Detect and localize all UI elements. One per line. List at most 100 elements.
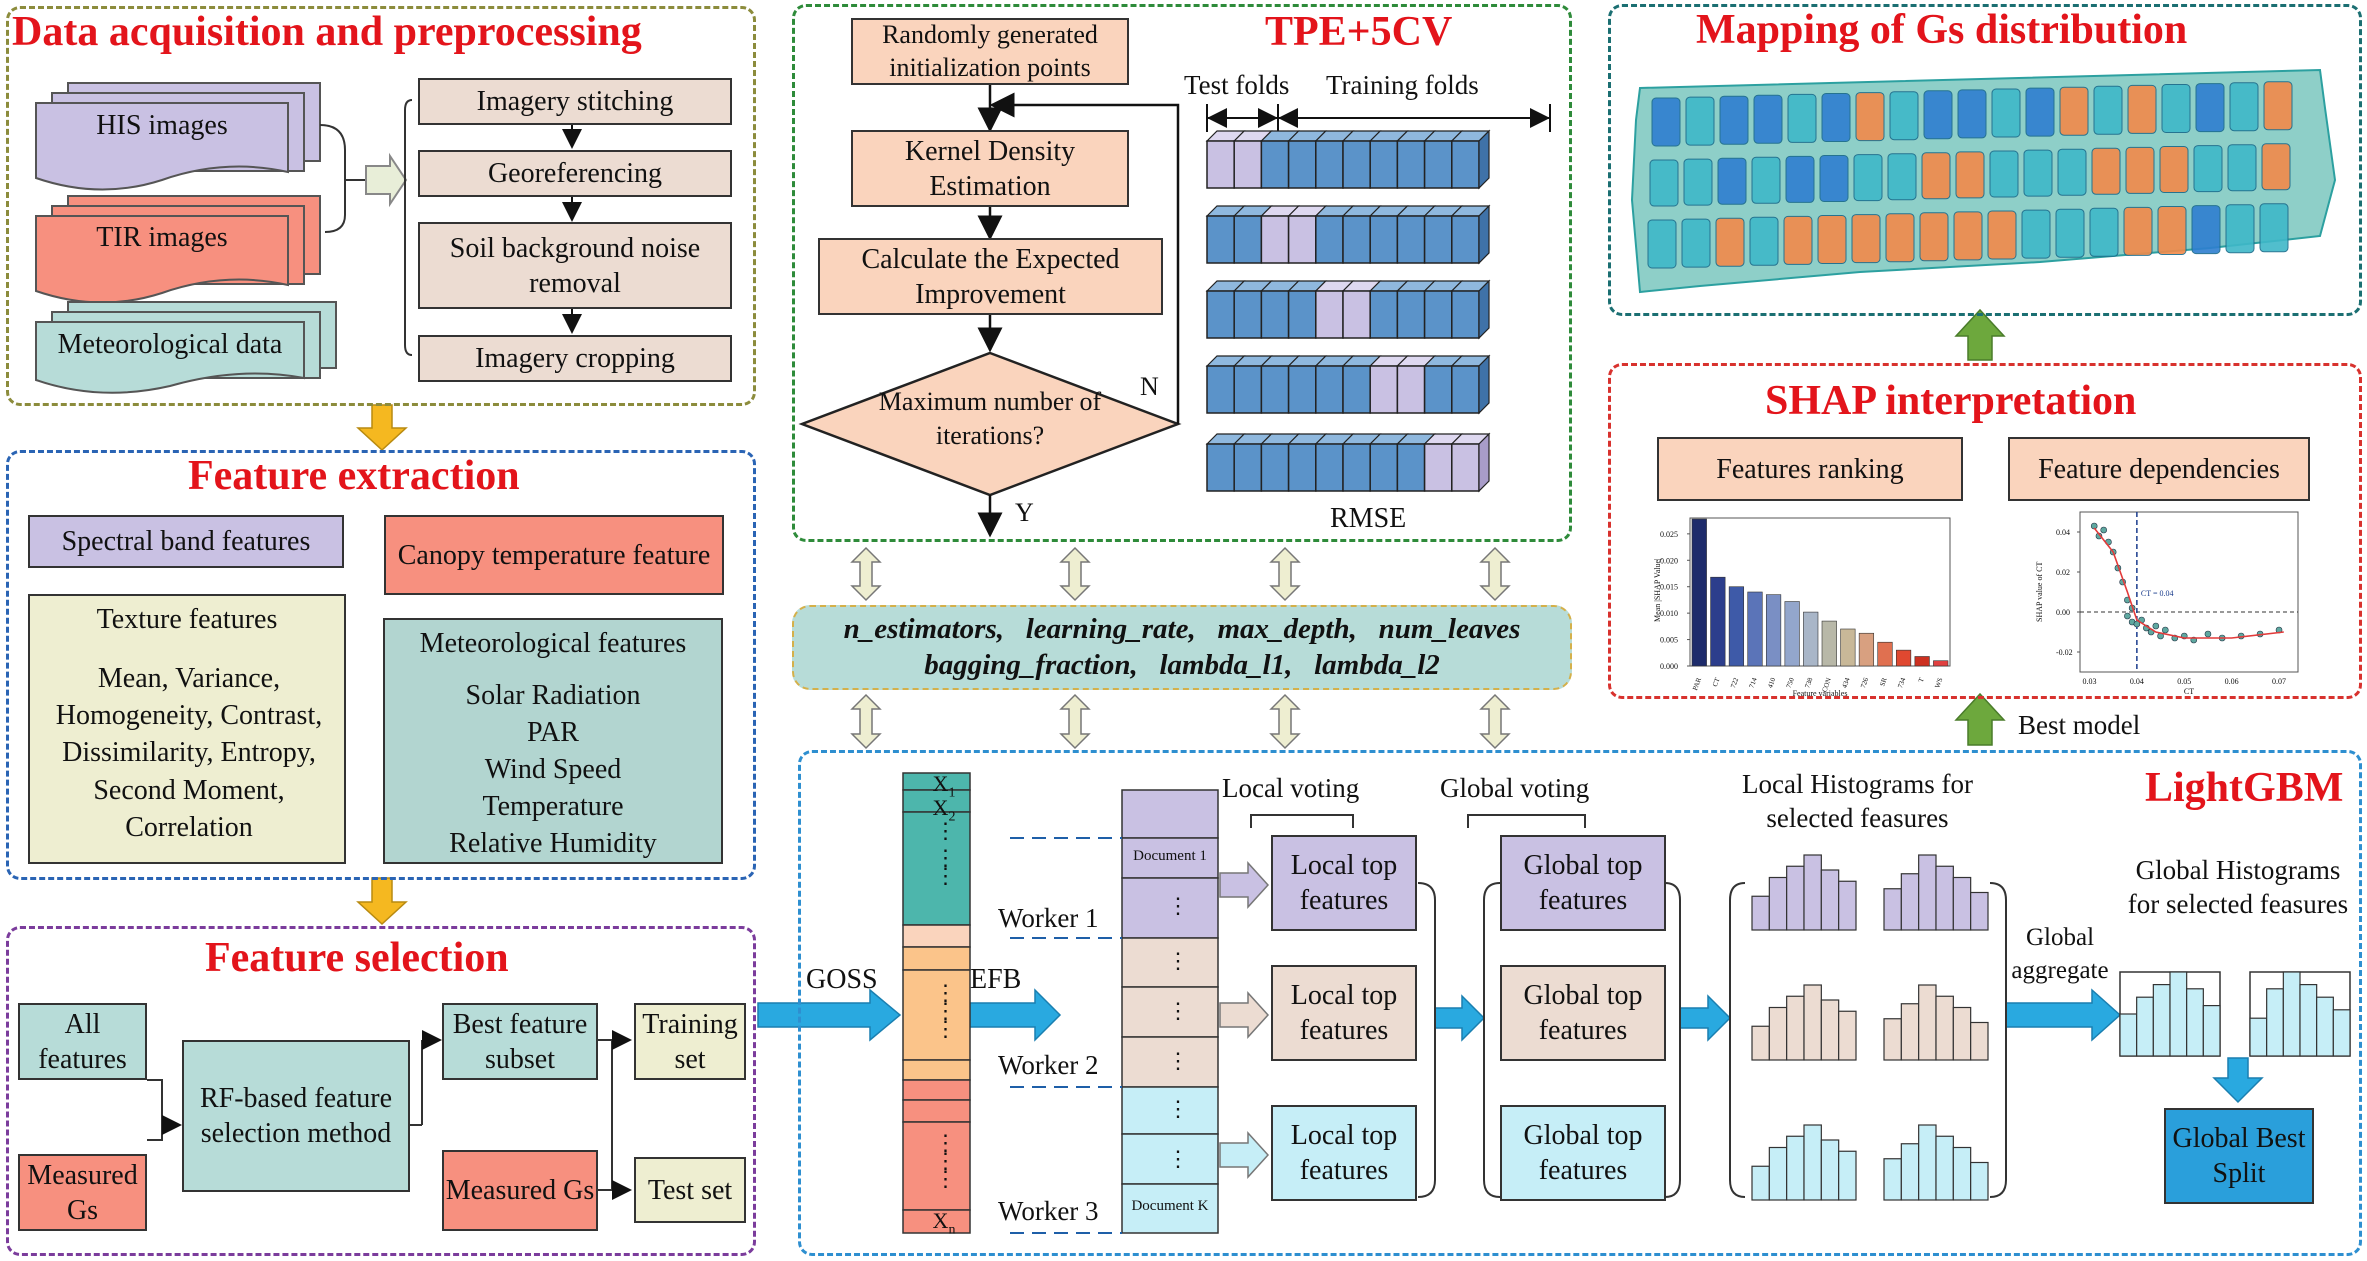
train-fold-cube	[1342, 365, 1371, 414]
feature-strip-cell	[902, 969, 971, 1061]
his-stack	[35, 82, 321, 191]
map-plot-cell	[1853, 154, 1883, 202]
map-plot-cell	[1685, 96, 1715, 146]
map-plot-cell	[2229, 82, 2259, 132]
train-fold-cube	[1396, 215, 1426, 264]
ranking-bar	[1710, 576, 1726, 667]
vertical-ellipsis: ⋮	[1167, 998, 1189, 1023]
document-cell	[1121, 789, 1219, 839]
dependence-trend-line	[2093, 527, 2284, 639]
dependence-ylabel: SHAP value of CT	[2035, 562, 2044, 622]
ranking-bar	[1821, 620, 1837, 667]
x1-label: X1	[922, 771, 966, 801]
ranking-xtick-label: 738	[1803, 676, 1814, 689]
tir-images-label: TIR images	[96, 222, 228, 253]
x1-sub: 1	[948, 785, 956, 801]
ranking-xtick-label: 734	[1896, 676, 1907, 689]
map-plot-cell	[2191, 205, 2221, 255]
map-plot-cell	[2195, 83, 2225, 133]
ranking-ytick-label: 0.015	[1660, 583, 1678, 592]
dependence-ytick-label: 0.04	[2056, 528, 2070, 537]
test-fold-cube	[1260, 215, 1290, 264]
map-plot-cell	[2227, 144, 2257, 192]
global-histograms-label: Global Histograms for selected feasures	[2127, 855, 2349, 919]
map-plot-cell	[1715, 217, 1745, 267]
train-fold-cube	[1315, 365, 1344, 414]
ranking-ytick-label: 0.025	[1660, 530, 1678, 539]
train-fold-cube	[1287, 290, 1317, 339]
map-plot-cell	[2021, 209, 2051, 259]
map-plot-cell	[1681, 218, 1711, 268]
map-plot-cell	[2127, 84, 2157, 134]
map-plot-cell	[1957, 89, 1987, 139]
init-points-box: Randomly generated initialization points	[851, 18, 1129, 85]
histogram-bar	[1838, 1010, 1857, 1061]
hyperparam-line2: bagging_fraction, lambda_l1, lambda_l2	[924, 649, 1440, 681]
map-plot-cell	[1719, 95, 1749, 145]
canopy-temperature-box: Canopy temperature feature	[384, 515, 724, 595]
ranking-ytick-label: 0.020	[1660, 556, 1678, 565]
map-plot-cell	[1817, 215, 1847, 264]
map-plot-cell	[1887, 153, 1917, 201]
map-plot-cell	[1651, 97, 1681, 147]
ranking-ytick-label: 0.010	[1660, 609, 1678, 618]
dependence-xtick-label: 0.03	[2082, 677, 2096, 686]
double-arrow	[1479, 693, 1511, 750]
vertical-ellipsis: ⋮	[935, 863, 957, 888]
extraction-panel	[6, 450, 756, 880]
decision-label: Maximum number of iterations?	[878, 387, 1102, 450]
map-plot-cell	[1749, 216, 1779, 266]
ranking-bar	[1933, 660, 1949, 667]
map-plot-cell	[1953, 211, 1983, 261]
vertical-ellipsis: ⋮	[935, 1166, 957, 1191]
vertical-ellipsis: ⋮	[935, 998, 957, 1023]
vertical-ellipsis: ⋮	[935, 1016, 957, 1041]
histogram-bar	[1970, 891, 1989, 931]
ranking-ytick-label: 0.000	[1660, 662, 1678, 671]
ranking-xtick-label: SR	[1878, 676, 1889, 687]
histogram-bar	[1838, 880, 1857, 931]
meteorological-features-box: Meteorological features Solar Radiation …	[383, 618, 723, 864]
texture-items: Mean, Variance, Homogeneity, Contrast, D…	[55, 663, 323, 843]
map-plot-cell	[2093, 85, 2123, 135]
map-plot-cell	[2193, 145, 2223, 193]
step-cropping: Imagery cropping	[418, 335, 732, 382]
test-fold-cube	[1342, 290, 1371, 339]
acquisition-panel	[6, 6, 756, 406]
feature-dependencies-box: Feature dependencies	[2008, 437, 2310, 501]
double-arrow	[1479, 546, 1511, 602]
document-cell	[1121, 986, 1219, 1038]
dependence-ytick-label: 0.02	[2056, 568, 2070, 577]
xn-label: Xn	[922, 1208, 966, 1238]
feature-strip-cell	[902, 811, 971, 926]
kde-box: Kernel Density Estimation	[851, 130, 1129, 207]
map-plot-cell	[1647, 219, 1677, 269]
xn-base: X	[932, 1208, 949, 1233]
global-top-box-3: Global top features	[1500, 1105, 1666, 1201]
rmse-label: RMSE	[1330, 503, 1407, 534]
map-plot-cell	[1855, 92, 1885, 142]
met-item: Relative Humidity	[449, 827, 657, 859]
fold-cube-side	[1478, 279, 1490, 340]
fold-cube-side	[1478, 354, 1490, 415]
mapping-panel	[1608, 4, 2362, 316]
double-arrow	[1059, 693, 1091, 750]
train-fold-cube	[1451, 365, 1480, 414]
goss-label: GOSS	[806, 964, 878, 995]
fold-cube-side	[1478, 129, 1490, 190]
lightgbm-title: LightGBM	[2145, 765, 2344, 811]
shap-title: SHAP interpretation	[1765, 378, 2137, 424]
histograms	[1751, 854, 2351, 1201]
vertical-ellipsis: ⋮	[935, 818, 957, 843]
map-plot-cell	[1683, 158, 1713, 206]
threshold-annotation: CT = 0.04	[2141, 589, 2174, 598]
test-fold-cube	[1233, 140, 1263, 189]
efb-label: EFB	[970, 964, 1022, 995]
selection-title: Feature selection	[205, 935, 509, 981]
map-plot-cell	[1821, 93, 1851, 142]
dependence-point	[2100, 526, 2107, 534]
best-subset-box: Best feature subset	[442, 1003, 598, 1080]
feature-strip: ⋮⋮⋮⋮⋮⋮⋮⋮⋮	[902, 772, 971, 1234]
